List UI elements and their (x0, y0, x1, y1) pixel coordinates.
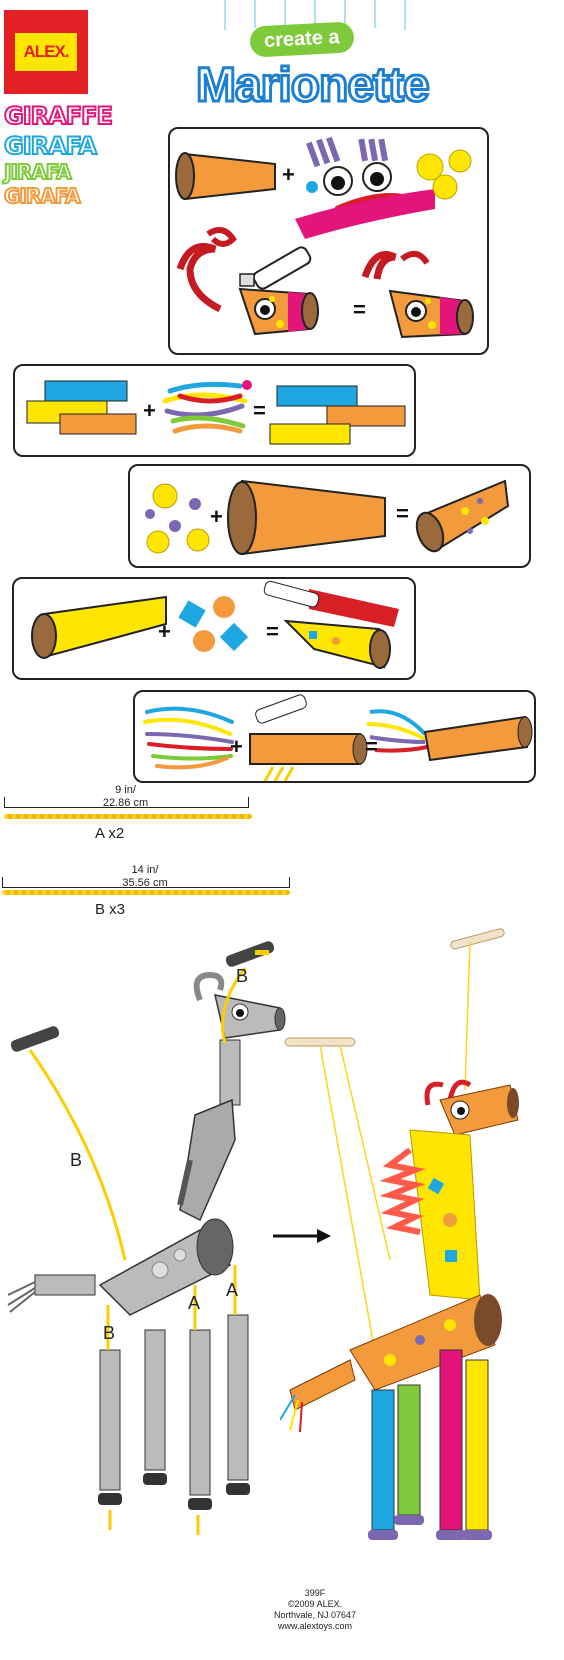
equals-sign: = (396, 501, 409, 526)
name-spanish: JIRAFA (3, 159, 73, 185)
cord-a-label: A x2 (95, 825, 125, 842)
name-english: GIRAFFE (3, 101, 114, 131)
plus-sign: + (143, 398, 156, 423)
equals-sign: = (353, 297, 366, 322)
measure-a-inches: 9 in/ (115, 784, 136, 796)
title-line-1: create a (249, 21, 355, 58)
plus-sign: + (230, 734, 243, 759)
finished-giraffe-marionette (279, 920, 564, 1580)
step-panel-head: + = (168, 127, 489, 355)
body-cone-illustration (145, 479, 510, 556)
alex-logo: ALEX. (4, 10, 88, 94)
diagram-label-b-leg: B (103, 1323, 116, 1343)
measure-b-cm: 35.56 cm (122, 877, 168, 889)
footer-block: 399F ©2009 ALEX. Northvale, NJ 07647 www… (250, 1588, 380, 1632)
diagram-label-b-head: B (236, 966, 249, 986)
cord-a (4, 814, 252, 819)
equals-sign: = (266, 619, 279, 644)
arrow-right-icon (273, 1228, 333, 1249)
diagram-label-a-left: A (188, 1293, 201, 1313)
plus-sign: + (210, 504, 223, 529)
head-assembly-illustration (175, 136, 474, 339)
title-line-2: Marionette (195, 58, 432, 114)
equals-sign: = (365, 734, 378, 759)
cord-b-label: B x3 (95, 901, 126, 918)
plus-sign: + (282, 162, 295, 187)
website-link[interactable]: www.alextoys.com (277, 1621, 353, 1631)
measure-b-inches: 14 in/ (131, 864, 159, 876)
assembly-diagram: B B B A A (0, 930, 300, 1655)
diagram-label-a-right: A (226, 1280, 239, 1300)
step-panel-neck: + = (12, 577, 416, 680)
measure-a-cm: 22.86 cm (102, 797, 149, 809)
step-panel-tail: + = (133, 690, 536, 783)
address: Northvale, NJ 07647 (273, 1610, 357, 1620)
name-portuguese: GIRAFA (3, 131, 98, 161)
tubes-decorate-illustration (26, 380, 406, 445)
measure-a-ruler (4, 797, 249, 808)
name-italian: GIRAFA (3, 183, 82, 209)
diagram-label-b-left: B (70, 1150, 83, 1170)
step-panel-tubes: + = (13, 364, 416, 457)
plus-sign: + (158, 619, 171, 644)
tail-illustration (143, 694, 533, 782)
cord-b (2, 890, 290, 895)
equals-sign: = (253, 398, 266, 423)
neck-cone-illustration (31, 580, 399, 669)
title-strings-decoration (215, 0, 425, 30)
product-code: 399F (304, 1588, 326, 1598)
logo-text: ALEX. (15, 33, 77, 71)
measure-b-ruler (2, 877, 290, 888)
step-panel-body: + = (128, 464, 531, 568)
copyright: ©2009 ALEX. (287, 1599, 343, 1609)
